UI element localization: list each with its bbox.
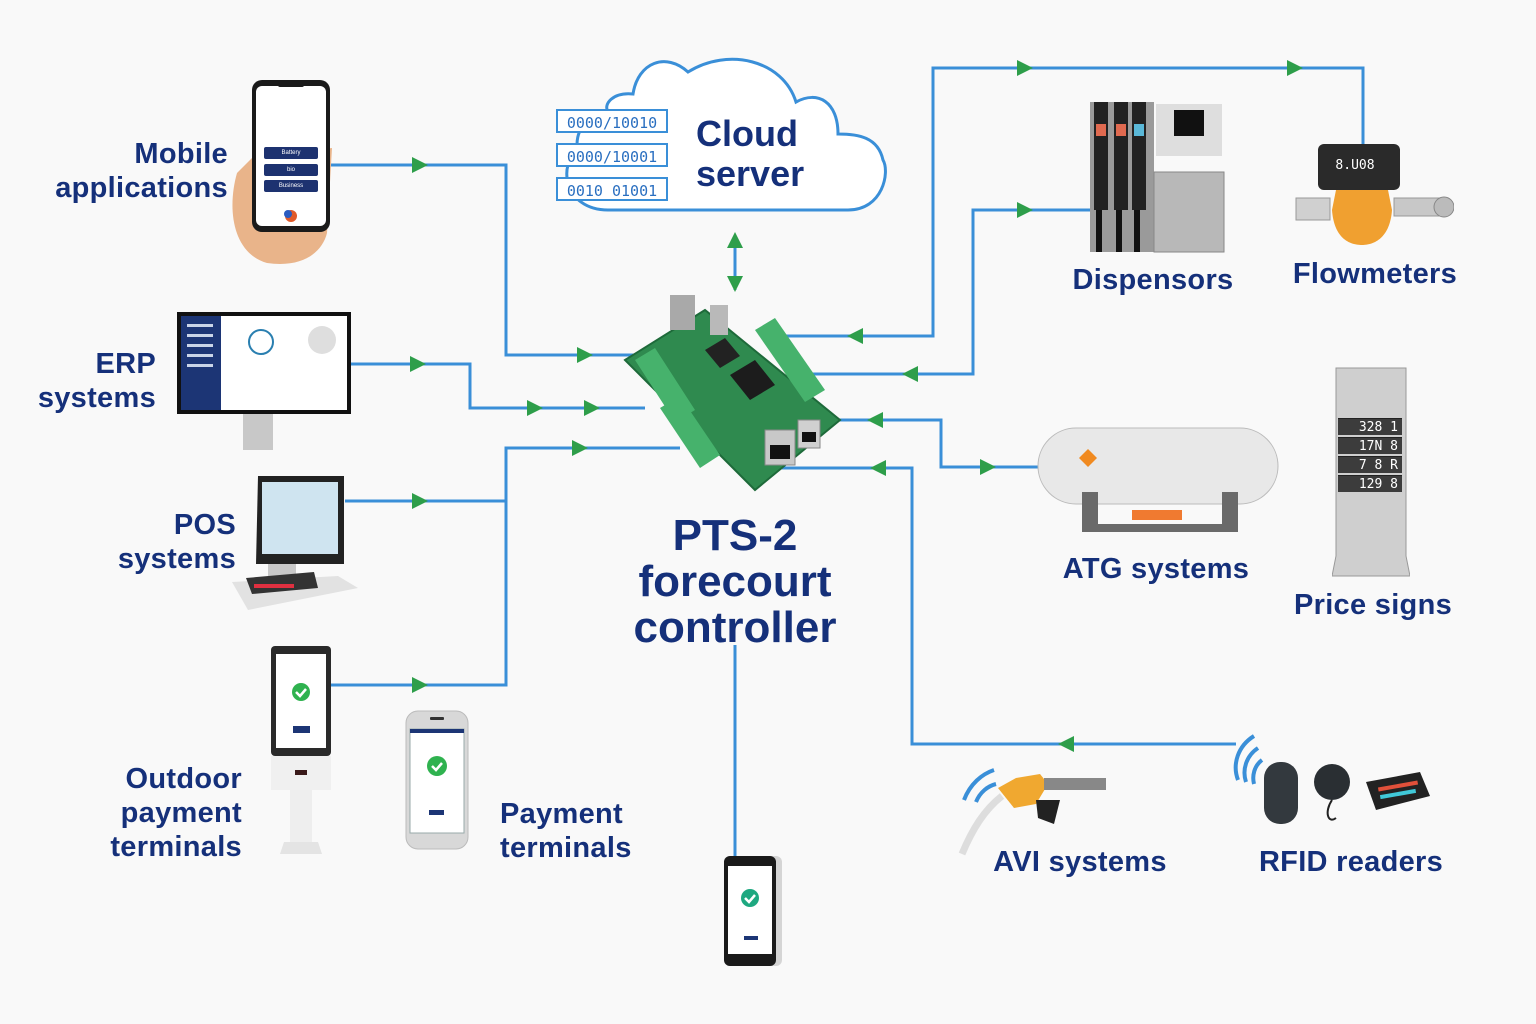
price-row: 129 8	[1338, 475, 1402, 492]
flowmeters-label: Flowmeters	[1292, 258, 1458, 290]
label-line: POS	[173, 509, 236, 541]
erp-systems-label: ERP systems	[20, 347, 156, 415]
arrow-head-icon	[1058, 736, 1074, 752]
price-row: 17N 8	[1338, 437, 1402, 454]
controller-title: PTS-2 forecourt controller	[600, 512, 870, 651]
rfid-reader-icon[interactable]	[1224, 726, 1434, 830]
mobile-app-button: Business	[264, 180, 318, 192]
arrow-head-icon	[727, 232, 743, 248]
pos-systems-label: POS systems	[40, 508, 236, 576]
arrow-head-icon	[847, 328, 863, 344]
rfid-readers-label: RFID readers	[1258, 846, 1444, 878]
flowmeter-icon[interactable]	[1294, 140, 1454, 250]
price-row: 7 8 R	[1338, 456, 1402, 473]
erp-monitor-icon[interactable]	[177, 310, 353, 454]
title-line: controller	[633, 603, 837, 652]
arrow-head-icon	[980, 459, 996, 475]
mobile-apps-label: Mobile applications	[20, 137, 228, 205]
label-line: systems	[37, 382, 156, 414]
label-line: ERP	[95, 348, 156, 380]
label-line: terminals	[500, 832, 632, 864]
avi-systems-label: AVI systems	[993, 846, 1167, 878]
cloud-server-label: Cloud server	[696, 114, 804, 194]
cloud-icon	[565, 57, 887, 212]
handheld-terminal-icon[interactable]	[722, 854, 784, 968]
payment-terminal-icon[interactable]	[404, 709, 470, 851]
title-line: PTS-2	[672, 511, 798, 560]
dispensers-label: Dispensors	[1072, 264, 1234, 296]
arrow-head-icon	[1287, 60, 1303, 76]
label-line: applications	[55, 172, 228, 204]
arrow-head-icon	[584, 400, 600, 416]
binary-row: 0000/10001	[556, 143, 668, 167]
arrow-head-icon	[412, 493, 428, 509]
label-line: systems	[117, 543, 236, 575]
price-row: 328 1	[1338, 418, 1402, 435]
mobile-app-button: bio	[264, 164, 318, 176]
binary-row: 0000/10010	[556, 109, 668, 133]
label-line: terminals	[110, 831, 242, 863]
fuel-nozzle-icon[interactable]	[950, 760, 1112, 860]
outdoor-payment-label: Outdoor payment terminals	[40, 762, 242, 864]
binary-row: 0010 01001	[556, 177, 668, 201]
wire-flowmeters	[765, 66, 1365, 338]
arrow-head-icon	[412, 677, 428, 693]
arrow-head-icon	[902, 366, 918, 382]
label-line: payment	[120, 797, 242, 829]
arrow-head-icon	[867, 412, 883, 428]
arrow-head-icon	[727, 276, 743, 292]
price-signs-label: Price signs	[1293, 589, 1453, 621]
arrow-head-icon	[572, 440, 588, 456]
atg-systems-label: ATG systems	[1062, 553, 1250, 585]
flowmeter-display: 8.U08	[1335, 158, 1375, 173]
cloud-label-line: server	[696, 153, 805, 194]
atg-tank-icon[interactable]	[1036, 414, 1282, 536]
fuel-dispenser-icon[interactable]	[1090, 100, 1226, 256]
arrow-head-icon	[1017, 60, 1033, 76]
title-line: forecourt	[638, 557, 832, 606]
label-line: Mobile	[134, 138, 228, 170]
pos-terminal-icon[interactable]	[228, 472, 360, 612]
outdoor-terminal-icon[interactable]	[268, 644, 334, 858]
arrow-head-icon	[410, 356, 426, 372]
arrow-head-icon	[527, 400, 543, 416]
controller-board-icon[interactable]	[615, 290, 850, 500]
label-line: Payment	[500, 798, 623, 830]
arrow-head-icon	[577, 347, 593, 363]
arrow-head-icon	[870, 460, 886, 476]
cloud-label-line: Cloud	[696, 113, 798, 154]
mobile-app-button: Battery	[264, 147, 318, 159]
wire-erp	[350, 362, 645, 410]
wire-atg	[830, 418, 1040, 469]
arrow-head-icon	[1017, 202, 1033, 218]
arrow-head-icon	[412, 157, 428, 173]
label-line: Outdoor	[125, 763, 242, 795]
payment-terminals-label: Payment terminals	[500, 797, 660, 865]
